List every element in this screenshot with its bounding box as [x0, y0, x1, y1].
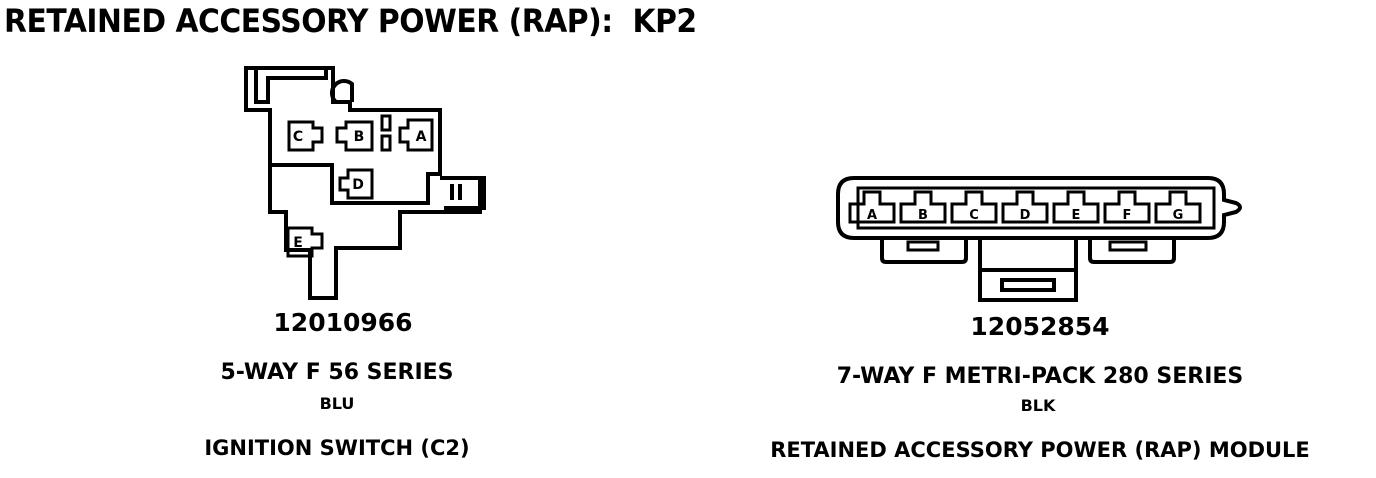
rap-module-connector-drawing — [836, 176, 1242, 302]
latch-slot-left — [906, 240, 940, 252]
connector-outline — [244, 66, 442, 205]
ignition-switch-connector-drawing — [244, 66, 486, 300]
pin-label-g: G — [1173, 208, 1184, 223]
pin-label-e: E — [1072, 208, 1081, 223]
left-part-number: 12010966 — [273, 308, 413, 337]
lower-latch-left — [880, 238, 968, 264]
cavity-f — [1103, 190, 1151, 224]
rap-module-pin-labels: A B C D E F G — [867, 208, 1183, 223]
cavity-e — [1052, 190, 1100, 224]
right-part-number: 12052854 — [970, 312, 1110, 341]
pin-label-b: B — [354, 129, 365, 145]
cavity-b — [335, 120, 374, 152]
left-color: BLU — [319, 394, 355, 413]
pin-label-d: D — [1020, 208, 1031, 223]
cavity-d — [1001, 190, 1049, 224]
diagram-title: RETAINED ACCESSORY POWER (RAP): KP2 — [4, 2, 697, 40]
inner-frame — [856, 186, 1216, 230]
pin-label-a: A — [867, 208, 877, 223]
latch-slot-right — [1108, 240, 1148, 252]
pin-label-d: D — [352, 177, 364, 193]
pin-label-b: B — [918, 208, 928, 223]
cavity-c — [287, 120, 324, 152]
pin-label-a: A — [416, 129, 427, 145]
latch-left — [254, 68, 328, 104]
latch-hump — [329, 78, 354, 104]
lower-latch-right — [1088, 238, 1176, 264]
pin-label-c: C — [969, 208, 979, 223]
right-series: 7-WAY F METRI-PACK 280 SERIES — [836, 364, 1244, 389]
cavity-d — [338, 168, 374, 200]
ignition-switch-cavities — [286, 114, 434, 258]
pin-label-c: C — [293, 129, 303, 145]
cavity-b — [899, 190, 947, 224]
cavity-e — [286, 226, 324, 258]
connector-body — [836, 176, 1242, 240]
ignition-switch-pin-labels: C B A D E — [293, 129, 427, 251]
left-description: IGNITION SWITCH (C2) — [204, 436, 470, 460]
cavity-a — [848, 190, 896, 224]
rap-module-cavities — [848, 190, 1202, 224]
cavity-a — [398, 118, 434, 152]
connector-housing — [268, 110, 482, 300]
pin-label-e: E — [293, 235, 303, 251]
right-description: RETAINED ACCESSORY POWER (RAP) MODULE — [770, 438, 1310, 462]
pin-label-f: F — [1123, 208, 1132, 223]
cavity-small-1 — [380, 114, 392, 132]
cavity-small-2 — [380, 134, 392, 152]
side-tab — [444, 176, 486, 210]
center-lock-slot — [1000, 278, 1056, 292]
cavity-c — [950, 190, 998, 224]
left-series: 5-WAY F 56 SERIES — [220, 360, 454, 385]
cavity-g — [1154, 190, 1202, 224]
right-color: BLK — [1020, 396, 1056, 415]
